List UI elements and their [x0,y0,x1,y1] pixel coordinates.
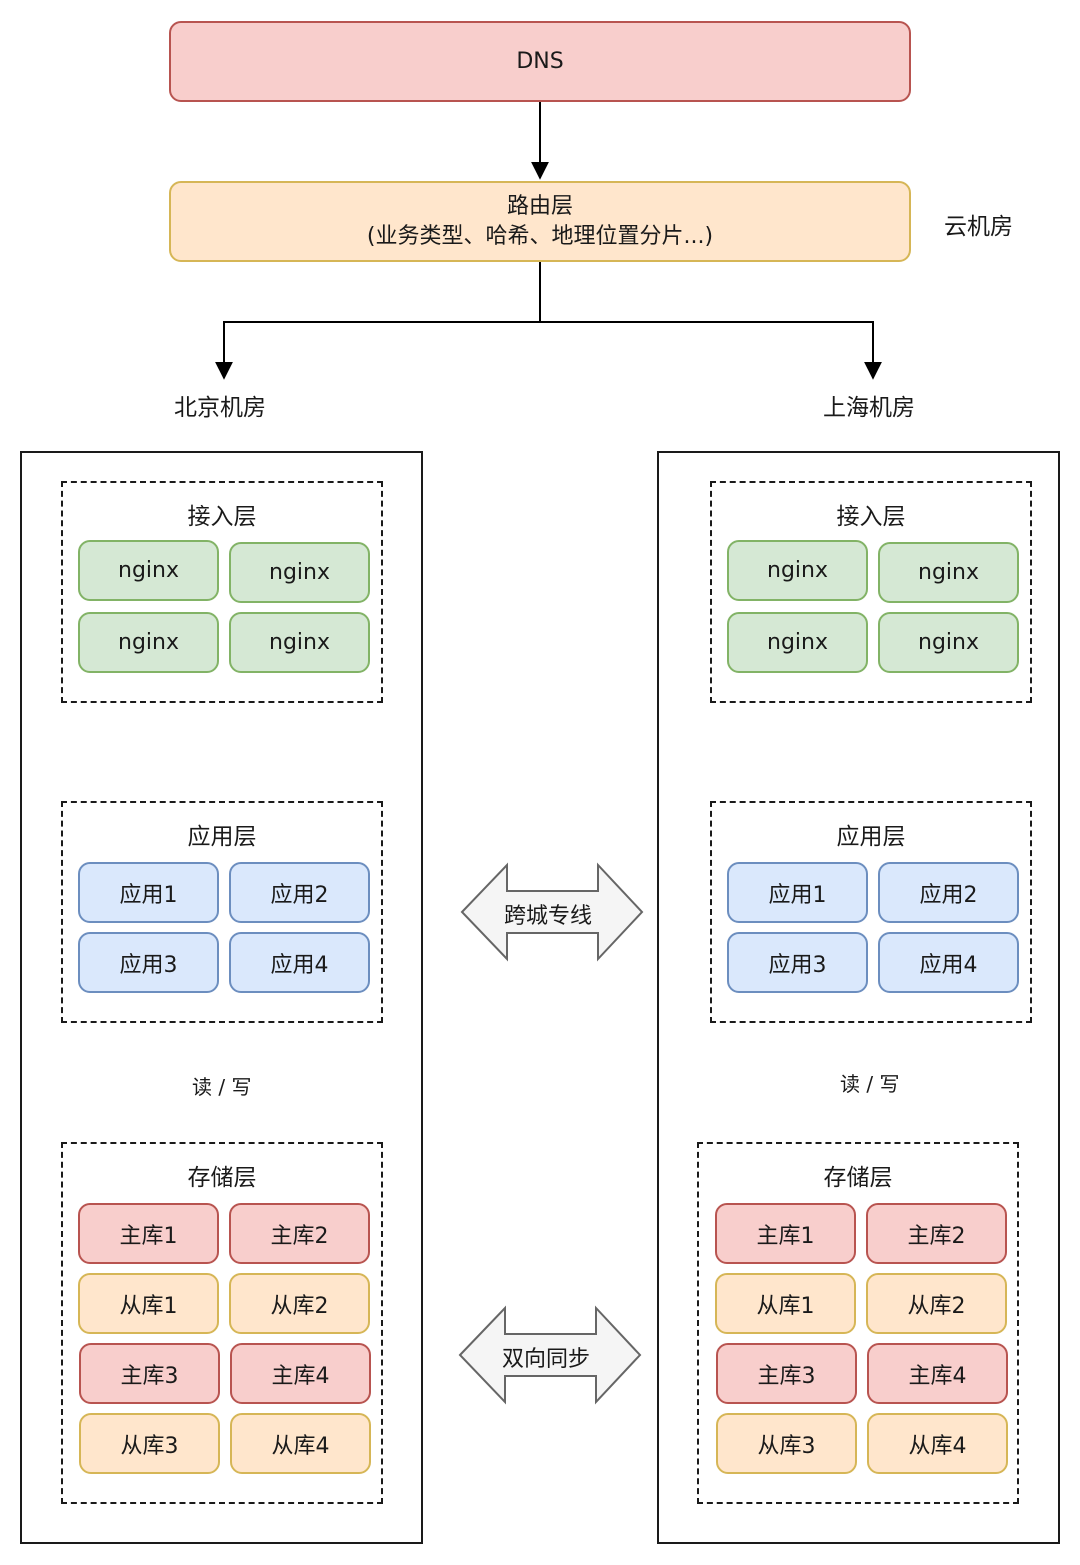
bj-slave-2: 从库2 [229,1273,370,1334]
bj-nginx-2: nginx [229,542,370,603]
bj-access-layer: 接入层 [61,481,383,703]
dns-box: DNS [169,21,911,102]
sh-nginx-2: nginx [878,542,1019,603]
bj-master-2: 主库2 [229,1203,370,1264]
bj-access-layer-title: 接入层 [187,504,257,530]
sh-app-1: 应用1 [727,862,868,923]
bj-app-layer-title: 应用层 [187,824,257,850]
beijing-room-label: 北京机房 [174,395,266,421]
sh-app-2: 应用2 [878,862,1019,923]
sh-slave-4: 从库4 [867,1413,1008,1474]
bj-app-4: 应用4 [229,932,370,993]
sh-slave-1: 从库1 [715,1273,856,1334]
bj-app-layer: 应用层 [61,801,383,1023]
cross-city-label: 跨城专线 [504,904,593,929]
bj-app-2: 应用2 [229,862,370,923]
sh-slave-3: 从库3 [716,1413,857,1474]
bj-app-1: 应用1 [78,862,219,923]
cloud-room-label: 云机房 [944,214,1013,240]
sh-nginx-3: nginx [727,612,868,673]
bj-nginx-1: nginx [78,540,219,601]
sh-app-layer-title: 应用层 [836,824,906,850]
router-layer-box: 路由层 (业务类型、哈希、地理位置分片...) [169,181,911,262]
sh-master-1: 主库1 [715,1203,856,1264]
sh-nginx-1: nginx [727,540,868,601]
bj-slave-1: 从库1 [78,1273,219,1334]
sh-storage-layer: 存储层 [697,1142,1019,1504]
dns-label: DNS [516,49,564,74]
router-title: 路由层 [506,193,573,219]
bj-storage-layer: 存储层 [61,1142,383,1504]
sh-app-3: 应用3 [727,932,868,993]
router-subtitle: (业务类型、哈希、地理位置分片...) [366,223,714,249]
sh-access-layer: 接入层 [710,481,1032,703]
sh-master-2: 主库2 [866,1203,1007,1264]
bj-slave-4: 从库4 [230,1413,371,1474]
bj-master-1: 主库1 [78,1203,219,1264]
sync-label: 双向同步 [502,1347,591,1372]
sh-nginx-4: nginx [878,612,1019,673]
sh-slave-2: 从库2 [866,1273,1007,1334]
sh-access-layer-title: 接入层 [836,504,906,530]
sh-storage-layer-title: 存储层 [823,1165,893,1191]
bj-read-write-label: 读 / 写 [192,1069,252,1102]
sh-master-4: 主库4 [867,1343,1008,1404]
sh-read-write-label: 读 / 写 [840,1066,900,1099]
router-to-shanghai-arrow [540,321,882,380]
bj-master-4: 主库4 [230,1343,371,1404]
bj-master-3: 主库3 [79,1343,220,1404]
sh-app-layer: 应用层 [710,801,1032,1023]
bj-app-3: 应用3 [78,932,219,993]
bj-slave-3: 从库3 [79,1413,220,1474]
sh-master-3: 主库3 [716,1343,857,1404]
bj-storage-layer-title: 存储层 [187,1165,257,1191]
shanghai-room-label: 上海机房 [823,395,915,421]
sh-app-4: 应用4 [878,932,1019,993]
cross-city-double-arrow [460,862,644,962]
sync-double-arrow [458,1305,642,1405]
bj-nginx-3: nginx [78,612,219,673]
bj-nginx-4: nginx [229,612,370,673]
router-to-beijing-arrow [215,262,541,380]
